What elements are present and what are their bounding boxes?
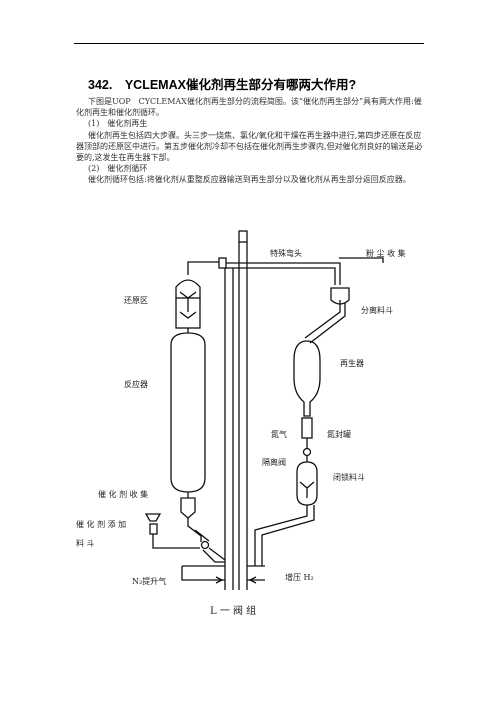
arrow-icon [215, 576, 224, 584]
label-regenerator: 再生器 [340, 358, 364, 368]
label-nitrogen-seal: 氮封罐 [327, 429, 351, 439]
reactor-inlet-line [187, 261, 219, 275]
arrow-icon [248, 576, 257, 584]
addition-hopper [144, 513, 162, 522]
body-text: 下图是UOP CYCLEMAX催化剂再生部分的流程简图。该“催化剂再生部分”具有… [76, 96, 424, 186]
label-separation-hopper: 分离料斗 [361, 305, 393, 315]
paragraph: 下图是UOP CYCLEMAX催化剂再生部分的流程简图。该“催化剂再生部分”具有… [76, 97, 422, 118]
special-elbow-box [218, 257, 227, 269]
regen-return-line [254, 505, 308, 566]
paragraph: 催化剂再生包括四大步骤。头三步一烧焦、氯化/氧化和干燥在再生器中进行,第四步还原… [76, 130, 423, 163]
label-booster-h2: 增压 H₂ [285, 572, 314, 582]
hopper-to-regen-line [304, 300, 341, 339]
lock-hopper-mark [299, 481, 315, 489]
reduction-zone-top [175, 279, 201, 298]
collector-line [194, 529, 210, 542]
isolation-valve-symbol [302, 447, 312, 457]
regen-inlet-line-2 [226, 267, 336, 285]
label-l-valve-group: L 一 阀 组 [210, 604, 256, 617]
lock-hopper [296, 461, 318, 506]
label-lock-hopper: 闭锁料斗 [333, 472, 365, 482]
label-isolation-valve: 隔离阀 [262, 457, 286, 467]
addition-line-2 [208, 547, 226, 561]
valve [200, 540, 210, 550]
addition-line [152, 534, 200, 549]
regen-inlet-line [226, 262, 341, 285]
label-catalyst-addition: 催 化 剂 添 加 [76, 519, 126, 529]
dust-collection-line [339, 257, 384, 263]
label-dust-collector: 粉 尘 收 集 [366, 248, 406, 258]
paragraph: (1) 催化剂再生 [88, 119, 148, 129]
label-catalyst-collector: 催 化 剂 收 集 [98, 489, 148, 499]
nitrogen-seal-drum [301, 417, 313, 439]
label-catalyst-addition-2: 料 斗 [76, 538, 95, 548]
label-nitrogen: 氮气 [271, 429, 287, 439]
reduction-zone-mark [179, 311, 197, 319]
label-reactor: 反应器 [124, 379, 148, 389]
label-reduction-zone: 还原区 [124, 295, 148, 305]
question-title: 342. YCLEMAX催化剂再生部分有哪两大作用? [88, 78, 357, 92]
catalyst-collector [180, 497, 196, 519]
top-rule [74, 43, 424, 44]
paragraph: (2) 催化剂循环 [88, 164, 148, 174]
label-special-elbow: 特殊弯头 [270, 248, 302, 258]
reduction-zone-mark [179, 291, 197, 299]
riser-top-cap [238, 230, 248, 243]
addition-hopper-box [149, 523, 158, 535]
regenerator-vessel [293, 340, 321, 417]
collector-outlet-line [187, 518, 202, 542]
separation-hopper [330, 287, 350, 305]
l-valve-line [181, 566, 225, 581]
paragraph: 催化剂循环包括:将催化剂从重整反应器输送到再生部分以及催化剂从再生部分返回反应器… [88, 175, 411, 185]
label-n2-lift-gas: N₂提升气 [132, 576, 166, 586]
addition-line-3 [202, 549, 225, 563]
reactor-vessel [170, 332, 206, 493]
hopper-to-regen-line-2 [309, 303, 346, 344]
regen-return-line-2 [261, 505, 315, 566]
